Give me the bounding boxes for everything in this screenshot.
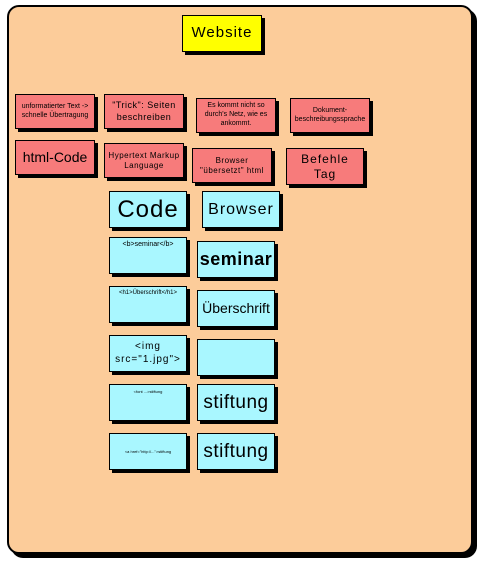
browser-cell-bold: seminar bbox=[197, 241, 275, 278]
browser-cell-link: stiftung bbox=[197, 433, 275, 470]
concept-box-unformatted-text: unformatierter Text -> schnelle Übertrag… bbox=[15, 94, 95, 129]
concept-box-commands-tag: Befehle Tag bbox=[286, 148, 364, 185]
code-cell-font: <font ...>stiftung bbox=[109, 384, 187, 421]
browser-cell-font: stiftung bbox=[197, 384, 275, 421]
code-cell-link: <a href="http://...">stiftung bbox=[109, 433, 187, 470]
header-code: Code bbox=[109, 191, 187, 228]
title-box: Website bbox=[182, 15, 262, 52]
browser-cell-heading: Überschrift bbox=[197, 290, 275, 327]
diagram-canvas bbox=[7, 5, 473, 554]
concept-box-description-language: Dokument-beschreibungssprache bbox=[290, 98, 370, 133]
header-browser: Browser bbox=[202, 191, 280, 228]
title-text: Website bbox=[191, 24, 253, 42]
concept-box-browser-translates: Browser "übersetzt" html bbox=[192, 148, 272, 183]
code-cell-image: <img src="1.jpg"> bbox=[109, 335, 187, 372]
concept-box-html-code: html-Code bbox=[15, 140, 95, 175]
browser-cell-image bbox=[197, 339, 275, 376]
concept-box-network: Es kommt nicht so durch's Netz, wie es a… bbox=[196, 98, 276, 133]
code-cell-bold: <b>seminar</b> bbox=[109, 237, 187, 274]
concept-box-hypertext: Hypertext Markup Language bbox=[104, 143, 184, 178]
concept-box-trick: "Trick": Seiten beschreiben bbox=[104, 94, 184, 129]
code-cell-heading: <h1>Überschrift</h1> bbox=[109, 286, 187, 323]
